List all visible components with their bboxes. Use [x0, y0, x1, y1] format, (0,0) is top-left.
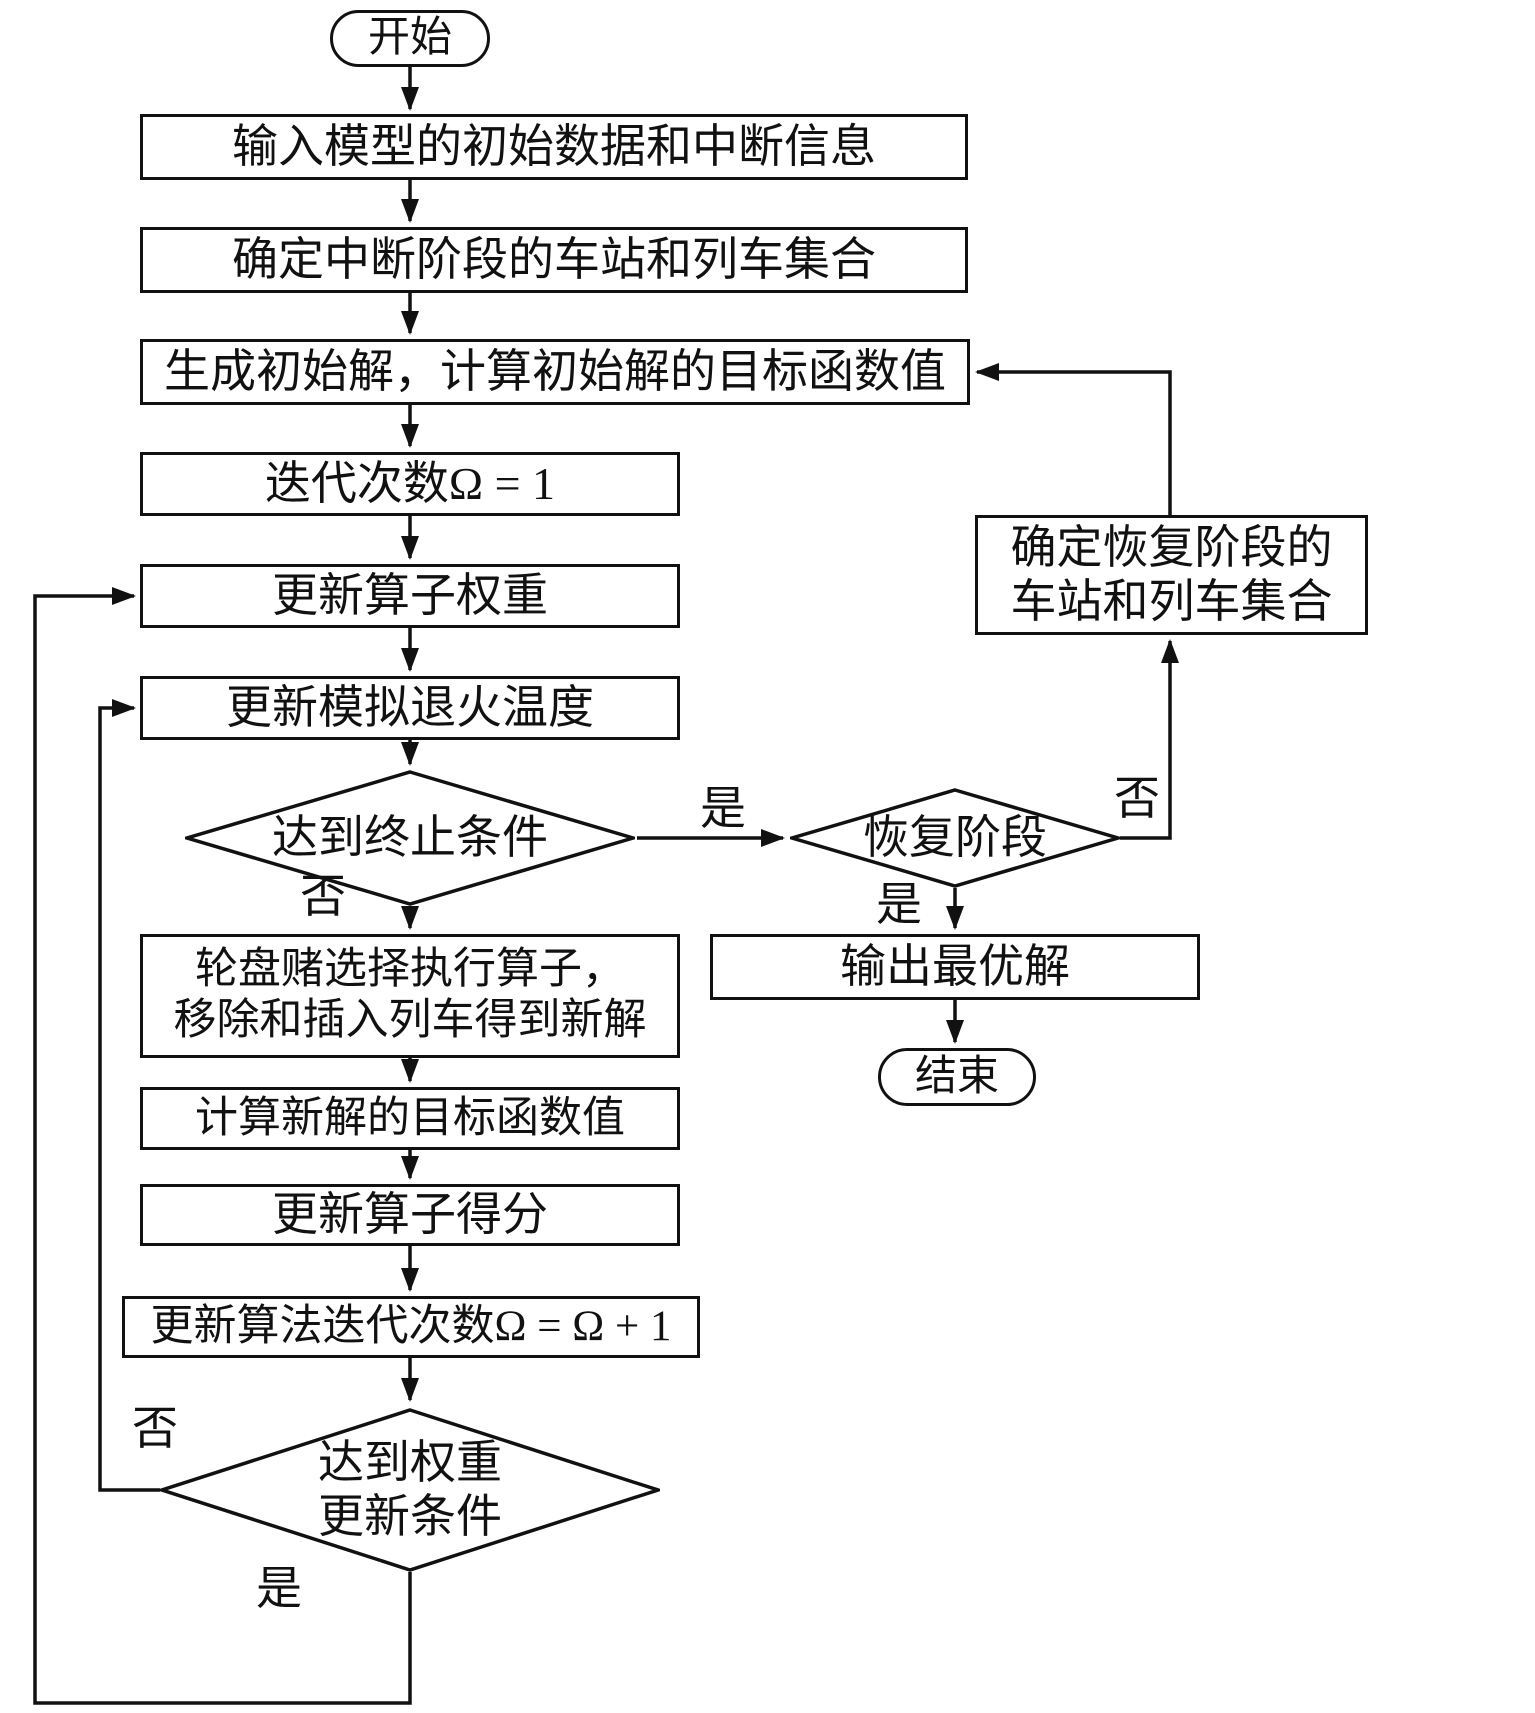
- decision-termination-check-label: 达到终止条件: [272, 812, 548, 864]
- edge-label-weight-yes: 是: [256, 1563, 302, 1614]
- process-update-weights: 更新算子权重: [140, 564, 680, 628]
- decision-termination-check: 达到终止条件: [185, 770, 635, 906]
- process-update-iteration: 更新算法迭代次数Ω = Ω + 1: [122, 1296, 700, 1358]
- end-label: 结束: [914, 1053, 999, 1100]
- decision-weight-update-line1: 达到权重: [318, 1436, 502, 1488]
- process-determine-recovery-line2: 车站和列车集合: [1010, 576, 1333, 627]
- process-input-data-label: 输入模型的初始数据和中断信息: [232, 121, 876, 173]
- end-terminator: 结束: [878, 1048, 1036, 1106]
- process-input-data: 输入模型的初始数据和中断信息: [140, 114, 968, 180]
- process-update-scores: 更新算子得分: [140, 1184, 680, 1246]
- decision-recovery-check: 恢复阶段: [790, 788, 1120, 888]
- process-output-solution: 输出最优解: [710, 934, 1200, 1000]
- process-update-weights-label: 更新算子权重: [272, 570, 548, 622]
- decision-weight-update-check: 达到权重 更新条件: [160, 1408, 660, 1572]
- process-initial-solution-label: 生成初始解，计算初始解的目标函数值: [164, 346, 946, 398]
- process-update-scores-label: 更新算子得分: [272, 1189, 548, 1241]
- diamond-shape: [160, 1408, 660, 1572]
- process-determine-disruption: 确定中断阶段的车站和列车集合: [140, 227, 968, 293]
- process-update-iteration-label: 更新算法迭代次数Ω = Ω + 1: [150, 1303, 672, 1351]
- process-compute-objective-label: 计算新解的目标函数值: [195, 1094, 625, 1142]
- edge-label-recovery-no: 否: [1114, 773, 1160, 824]
- process-determine-recovery-line1: 确定恢复阶段的: [1010, 521, 1333, 573]
- decision-recovery-check-label: 恢复阶段: [863, 812, 1047, 864]
- start-label: 开始: [367, 15, 452, 62]
- process-roulette-line2: 移除和插入列车得到新解: [173, 997, 647, 1044]
- edge-label-weight-no: 否: [132, 1403, 178, 1454]
- process-initial-solution: 生成初始解，计算初始解的目标函数值: [140, 339, 970, 405]
- diamond-shape: [790, 788, 1120, 888]
- edge-label-termination-yes: 是: [700, 783, 746, 834]
- edge-label-termination-no: 否: [300, 871, 346, 922]
- process-compute-objective: 计算新解的目标函数值: [140, 1087, 680, 1150]
- process-roulette-line1: 轮盘赌选择执行算子，: [195, 946, 625, 994]
- process-update-temperature-label: 更新模拟退火温度: [226, 682, 594, 734]
- diamond-shape: [185, 770, 635, 906]
- edge-label-recovery-yes: 是: [876, 879, 922, 930]
- process-output-solution-label: 输出最优解: [840, 941, 1070, 993]
- process-determine-disruption-label: 确定中断阶段的车站和列车集合: [232, 234, 876, 286]
- process-iteration-init: 迭代次数Ω = 1: [140, 452, 680, 516]
- process-iteration-init-label: 迭代次数Ω = 1: [264, 458, 556, 510]
- start-terminator: 开始: [330, 10, 490, 67]
- process-update-temperature: 更新模拟退火温度: [140, 676, 680, 740]
- decision-weight-update-line2: 更新条件: [318, 1491, 502, 1542]
- process-roulette: 轮盘赌选择执行算子， 移除和插入列车得到新解: [140, 934, 680, 1058]
- process-determine-recovery: 确定恢复阶段的 车站和列车集合: [975, 515, 1368, 635]
